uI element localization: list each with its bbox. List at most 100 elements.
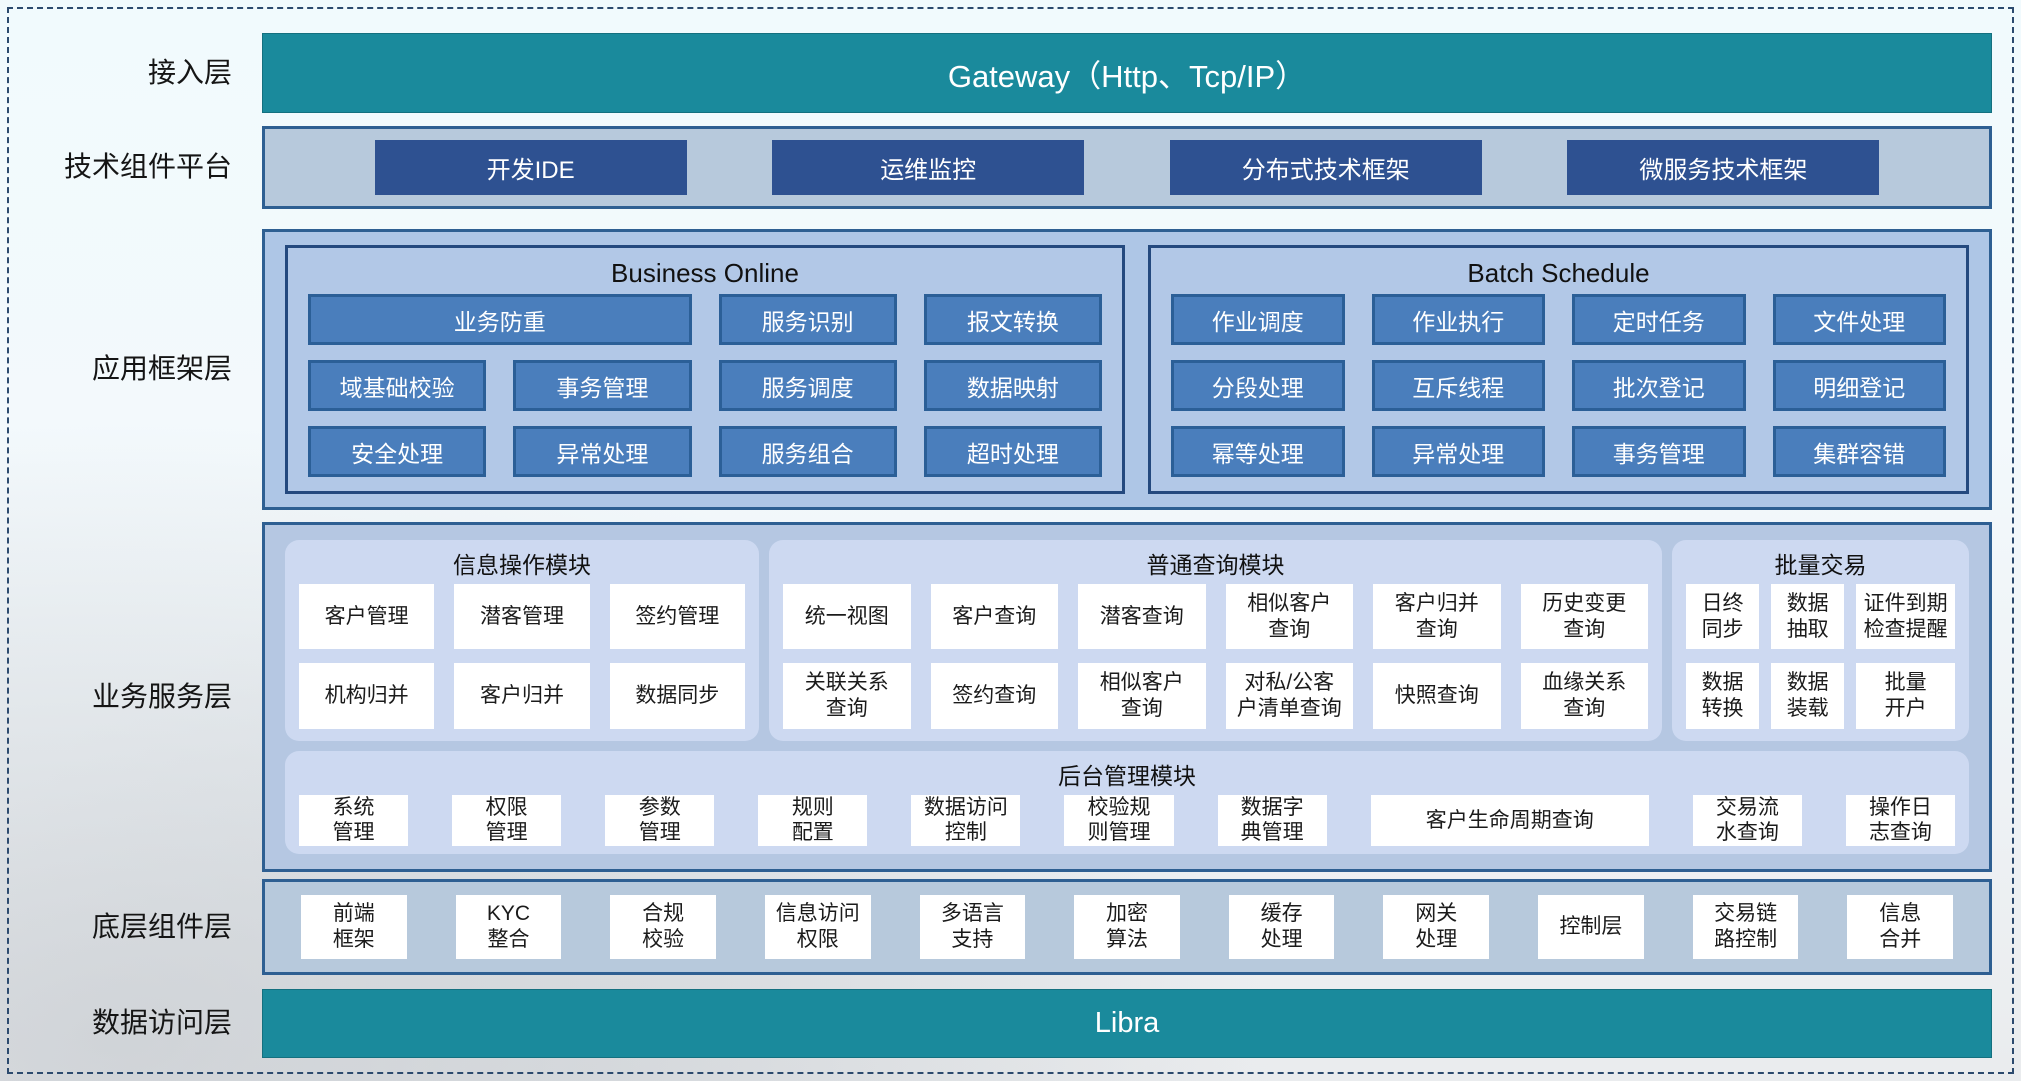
gateway-bar: Gateway（Http、Tcp/IP） [262,33,1992,113]
framework-cell: 报文转换 [923,294,1102,345]
framework-cell: 数据映射 [923,360,1102,411]
framework-cell: 定时任务 [1572,294,1746,345]
component-cell: 缓存 处理 [1228,895,1335,959]
general-query-title: 普通查询模块 [1146,552,1285,578]
service-cell: 相似客户 查询 [1225,584,1353,650]
framework-cell: 批次登记 [1572,360,1746,411]
admin-module: 后台管理模块 系统 管理权限 管理参数 管理规则 配置数据访问 控制校验规 则管… [285,750,1969,854]
service-cell: 血缘关系 查询 [1520,663,1648,729]
info-operation-title: 信息操作模块 [453,552,591,578]
batch-transaction-title: 批量交易 [1774,552,1867,578]
batch-schedule-panel: Batch Schedule 作业调度作业执行定时任务文件处理分段处理互斥线程批… [1148,245,1969,494]
business-online-title: Business Online [611,258,799,288]
service-cell: 相似客户 查询 [1078,663,1206,729]
service-cell: 关联关系 查询 [783,663,911,729]
component-cell: 合规 校验 [610,895,716,959]
service-cell: 数据字 典管理 [1217,794,1327,846]
framework-cell: 分段处理 [1171,360,1345,411]
framework-cell: 明细登记 [1772,360,1946,411]
service-cell: 日终 同步 [1686,584,1760,650]
general-query-module: 普通查询模块 统一视图客户查询潜客查询相似客户 查询客户归并 查询历史变更 查询… [769,540,1662,741]
component-cell: 多语言 支持 [919,895,1026,959]
libra-bar: Libra [262,989,1992,1058]
service-cell: 签约管理 [609,584,745,650]
component-cell: 交易链 路控制 [1692,895,1799,959]
component-cell: 信息 合并 [1847,895,1954,959]
layer-label-tech-platform: 技术组件平台 [63,151,232,182]
service-cell: 客户归并 [454,663,590,729]
batch-transaction-module: 批量交易 日终 同步数据 抽取证件到期 检查提醒数据 转换数据 装载批量 开户 [1672,540,1969,741]
component-cell: 控制层 [1538,895,1644,959]
framework-cell: 作业执行 [1371,294,1545,345]
framework-cell: 异常处理 [513,426,692,477]
framework-cell: 域基础校验 [308,360,487,411]
layer-label-app-framework: 应用框架层 [91,353,232,384]
framework-cell: 异常处理 [1371,426,1545,477]
service-cell: 机构归并 [299,663,435,729]
service-module-row: 信息操作模块 客户管理潜客管理签约管理机构归并客户归并数据同步 普通查询模块 统… [285,540,1969,741]
layer-label-data-access: 数据访问层 [91,1007,232,1038]
service-cell: 客户归并 查询 [1373,584,1501,650]
framework-cell: 幂等处理 [1171,426,1345,477]
component-cell: 网关 处理 [1383,895,1490,959]
service-cell: 数据访问 控制 [911,794,1021,846]
info-operation-module: 信息操作模块 客户管理潜客管理签约管理机构归并客户归并数据同步 [285,540,759,741]
batch-schedule-grid: 作业调度作业执行定时任务文件处理分段处理互斥线程批次登记明细登记幂等处理异常处理… [1171,294,1946,477]
framework-cell: 服务调度 [718,360,897,411]
business-online-panel: Business Online 业务防重服务识别报文转换域基础校验事务管理服务调… [285,245,1125,494]
business-online-grid: 业务防重服务识别报文转换域基础校验事务管理服务调度数据映射安全处理异常处理服务组… [308,294,1102,477]
service-cell: 快照查询 [1373,663,1501,729]
service-cell: 权限 管理 [452,794,562,846]
service-cell: 校验规 则管理 [1064,794,1174,846]
service-cell: 潜客查询 [1078,584,1206,650]
layer-label-base-components: 底层组件层 [91,911,232,942]
service-cell: 数据 抽取 [1771,584,1845,650]
service-cell: 数据 转换 [1686,663,1760,729]
service-cell: 对私/公客 户清单查询 [1225,663,1353,729]
framework-cell: 安全处理 [308,426,487,477]
tech-platform-box: 分布式技术框架 [1169,140,1482,195]
component-cell: KYC 整合 [455,895,562,959]
service-cell: 数据 装载 [1771,663,1845,729]
info-operation-grid: 客户管理潜客管理签约管理机构归并客户归并数据同步 [299,584,745,729]
service-cell: 客户查询 [930,584,1058,650]
service-cell: 客户管理 [299,584,435,650]
tech-platform-box: 开发IDE [374,140,687,195]
service-cell: 交易流 水查询 [1692,794,1802,846]
tech-platform-box: 微服务技术框架 [1567,140,1880,195]
framework-cell: 服务识别 [718,294,897,345]
service-cell: 历史变更 查询 [1520,584,1648,650]
framework-cell: 文件处理 [1772,294,1946,345]
service-cell: 操作日 志查询 [1845,794,1955,846]
tech-platform-panel: 开发IDE 运维监控 分布式技术框架 微服务技术框架 [262,126,1992,209]
service-cell: 证件到期 检查提醒 [1856,584,1955,650]
service-cell: 签约查询 [930,663,1058,729]
service-cell: 潜客管理 [454,584,590,650]
batch-schedule-title: Batch Schedule [1467,258,1650,288]
service-cell: 客户生命周期查询 [1370,794,1649,846]
service-cell: 批量 开户 [1856,663,1955,729]
tech-platform-box: 运维监控 [772,140,1085,195]
base-components-panel: 前端 框架 KYC 整合合规 校验信息访问 权限多语言 支持加密 算法缓存 处理网… [262,879,1992,975]
admin-module-grid: 系统 管理权限 管理参数 管理规则 配置数据访问 控制校验规 则管理数据字 典管… [299,794,1955,846]
batch-transaction-grid: 日终 同步数据 抽取证件到期 检查提醒数据 转换数据 装载批量 开户 [1686,584,1955,729]
framework-cell: 超时处理 [923,426,1102,477]
business-service-panel: 信息操作模块 客户管理潜客管理签约管理机构归并客户归并数据同步 普通查询模块 统… [262,522,1992,872]
framework-cell: 事务管理 [1572,426,1746,477]
layer-label-business-service: 业务服务层 [91,681,232,712]
app-framework-panel: Business Online 业务防重服务识别报文转换域基础校验事务管理服务调… [262,229,1992,510]
framework-cell: 业务防重 [308,294,692,345]
service-cell: 规则 配置 [758,794,868,846]
framework-cell: 事务管理 [513,360,692,411]
component-cell: 信息访问 权限 [764,895,871,959]
service-cell: 系统 管理 [299,794,409,846]
framework-cell: 作业调度 [1171,294,1345,345]
layer-label-access: 接入层 [147,57,232,88]
component-cell: 前端 框架 [301,895,407,959]
general-query-grid: 统一视图客户查询潜客查询相似客户 查询客户归并 查询历史变更 查询关联关系 查询… [783,584,1648,729]
service-cell: 统一视图 [783,584,911,650]
component-cell: 加密 算法 [1074,895,1180,959]
service-cell: 参数 管理 [605,794,715,846]
service-cell: 数据同步 [609,663,745,729]
